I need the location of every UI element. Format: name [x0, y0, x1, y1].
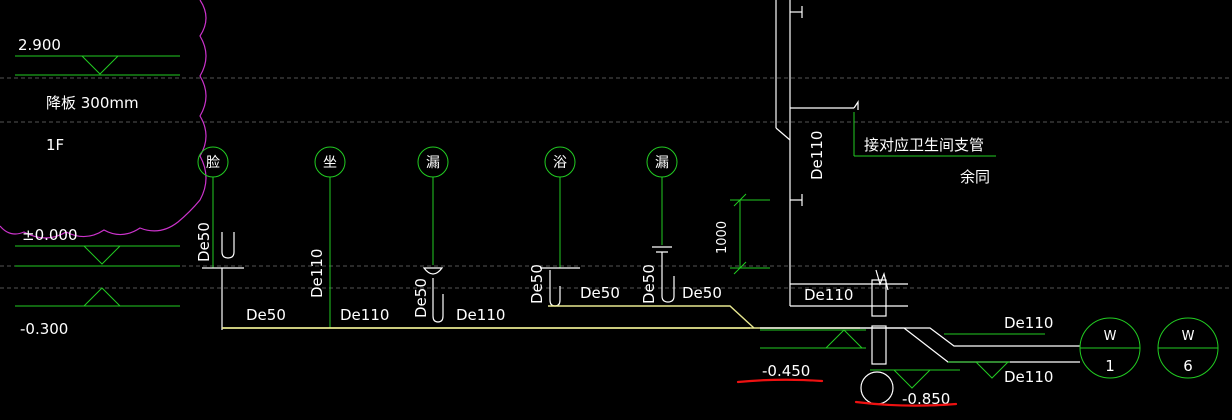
outlet-lower-label: De110 [1004, 368, 1053, 386]
revision-cloud [0, 0, 207, 239]
level-mark-zero [15, 245, 180, 307]
level-text-minus-300: -0.300 [20, 320, 68, 338]
grid-lines [0, 77, 1232, 289]
outlet-pipes [760, 327, 1080, 379]
fixture-3: 漏 [417, 146, 449, 265]
level-text-minus-850: -0.850 [902, 390, 950, 408]
others-note: 余同 [960, 168, 990, 186]
level-mark-minus-450 [760, 329, 866, 349]
level-mark-minus-850 [870, 369, 960, 389]
pipe-label-h5: De50 [682, 284, 722, 302]
red-underline-450 [736, 378, 824, 384]
level-text-2900: 2.900 [18, 36, 61, 54]
pipe-label-h3: De110 [456, 306, 505, 324]
well-1: W 1 [1079, 317, 1141, 379]
fixture-label-5: 漏 [655, 155, 669, 171]
pipe-label-v5: De50 [640, 264, 658, 304]
main-collector-pipe [222, 305, 860, 329]
fixture-label-1: 脸 [206, 155, 220, 171]
pipe-label-v1: De50 [195, 222, 213, 262]
level-mark-2900 [15, 55, 180, 76]
pipe-label-v4: De50 [528, 264, 546, 304]
level-text-minus-450: -0.450 [762, 362, 810, 380]
pipe-label-h2: De110 [340, 306, 389, 324]
pipe-label-v3: De50 [412, 278, 430, 318]
outlet-upper-label: De110 [1004, 314, 1053, 332]
stack-horiz-label: De110 [804, 286, 853, 304]
well-1-top: W [1104, 329, 1117, 344]
vertical-stack [775, 0, 908, 307]
branch-note-leader [853, 112, 996, 157]
pipe-label-h4: De50 [580, 284, 620, 302]
pipe-label-v2: De110 [308, 249, 326, 298]
well-6-bottom: 6 [1183, 357, 1193, 375]
cleanout-symbol [860, 269, 894, 405]
fixture-5: 漏 [646, 146, 678, 245]
fixture-1: 脸 [197, 146, 229, 268]
floor-text: 1F [46, 136, 64, 154]
fixture-4: 浴 [544, 146, 576, 268]
branch-note: 接对应卫生间支管 [864, 136, 984, 154]
well-6-top: W [1182, 329, 1195, 344]
well-6: W 6 [1157, 317, 1219, 379]
fixture-label-4: 浴 [553, 155, 567, 171]
slab-drop-text: 降板 300mm [46, 94, 139, 112]
level-text-zero: ±0.000 [22, 226, 78, 244]
fixture-label-3: 漏 [426, 155, 440, 171]
fixture-2: 坐 [314, 146, 346, 328]
stack-pipe-label: De110 [808, 131, 826, 180]
pipe-label-h1: De50 [246, 306, 286, 324]
red-underline-850 [854, 400, 958, 407]
dimension-1000 [730, 193, 770, 275]
dimension-text: 1000 [715, 221, 730, 254]
fixture-label-2: 坐 [323, 155, 337, 171]
well-1-bottom: 1 [1105, 357, 1115, 375]
